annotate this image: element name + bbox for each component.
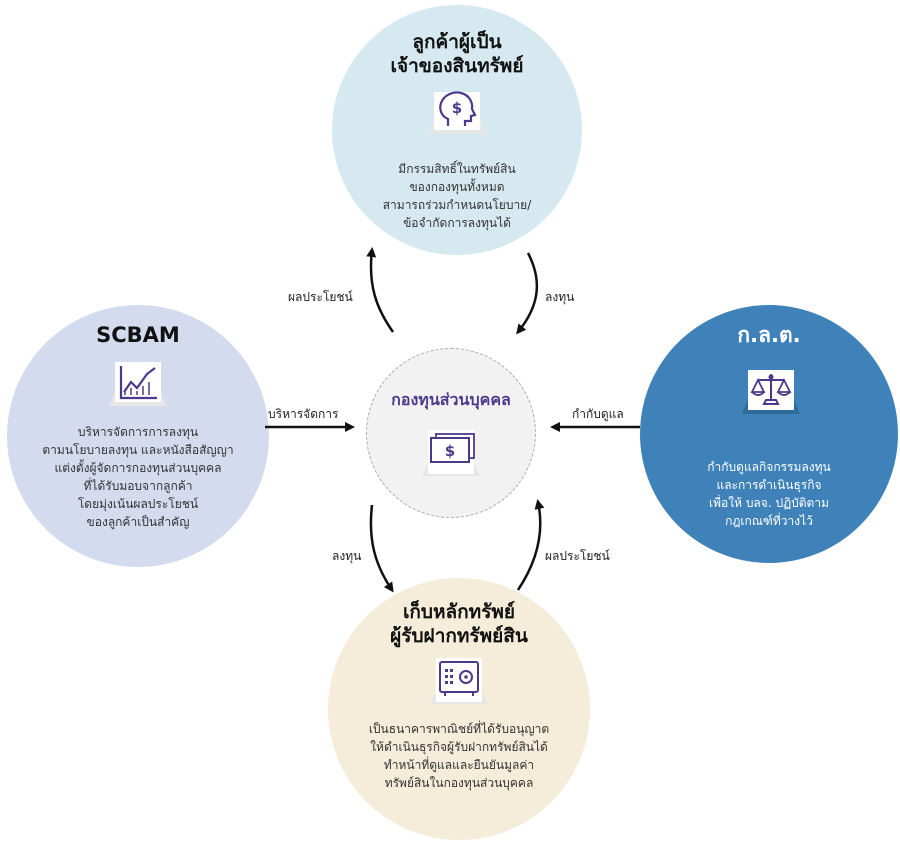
investor-description: มีกรรมสิทธิ์ในทรัพย์สิน ของกองทุนทั้งหมด… bbox=[382, 162, 532, 230]
label-invest-top: ลงทุน bbox=[545, 290, 575, 304]
svg-text:$: $ bbox=[452, 99, 462, 117]
head-dollar-icon: $ bbox=[422, 88, 492, 134]
label-invest-bottom: ลงทุน bbox=[332, 549, 362, 563]
scales-icon bbox=[736, 368, 806, 414]
money-stack-icon: $ bbox=[416, 428, 486, 476]
sec-circle bbox=[640, 305, 898, 563]
sec-title: ก.ล.ต. bbox=[737, 323, 801, 347]
custodian-title: เก็บหลักทรัพย์ ผู้รับฝากทรัพย์สิน bbox=[390, 601, 528, 647]
arrow-fund-invests bbox=[369, 504, 394, 593]
label-benefit-top: ผลประโยชน์ bbox=[288, 290, 353, 304]
arrow-benefit-to-investor bbox=[366, 247, 395, 333]
growth-chart-icon bbox=[103, 360, 173, 406]
label-benefit-bottom: ผลประโยชน์ bbox=[545, 549, 610, 563]
svg-text:$: $ bbox=[445, 442, 455, 460]
custodian-description: เป็นธนาคารพาณิชย์ที่ได้รับอนุญาต ให้ดำเน… bbox=[368, 722, 550, 790]
safe-icon bbox=[424, 656, 494, 704]
private-fund-title: กองทุนส่วนบุคคล bbox=[391, 390, 511, 409]
label-supervise: กำกับดูแล bbox=[572, 407, 624, 421]
scbam-circle bbox=[7, 305, 269, 567]
arrow-custodian-benefit bbox=[516, 499, 545, 591]
investor-title: ลูกค้าผู้เป็น เจ้าของสินทรัพย์ bbox=[390, 31, 524, 77]
label-manage: บริหารจัดการ bbox=[268, 407, 339, 421]
custodian-circle bbox=[328, 578, 590, 840]
sec-description: กำกับดูแลกิจกรรมลงทุน และการดำเนินธุรกิจ… bbox=[707, 460, 831, 528]
arrow-investor-invests bbox=[516, 252, 539, 335]
scbam-title: SCBAM bbox=[96, 323, 180, 347]
scbam-description: บริหารจัดการการลงทุน ตามนโยบายลงทุน และห… bbox=[42, 425, 234, 529]
